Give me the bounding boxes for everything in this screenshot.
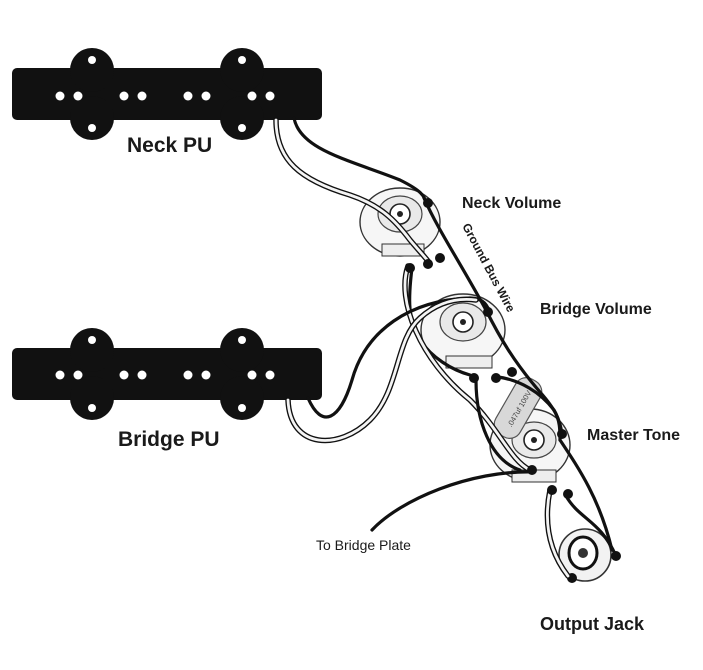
neck-pu-label: Neck PU: [127, 134, 212, 157]
bridge-volume-label: Bridge Volume: [540, 301, 652, 318]
neck-volume-label: Neck Volume: [462, 195, 561, 212]
bridge-pickup: [12, 328, 322, 420]
neck-pickup: [12, 48, 322, 140]
output-jack: [558, 528, 621, 583]
bridge-pu-label: Bridge PU: [118, 428, 220, 451]
master-tone-label: Master Tone: [587, 427, 680, 444]
solder-lugs: [405, 198, 573, 499]
to-bridge-plate-label: To Bridge Plate: [316, 537, 411, 553]
output-jack-label: Output Jack: [540, 614, 645, 634]
wiring: [273, 116, 618, 579]
